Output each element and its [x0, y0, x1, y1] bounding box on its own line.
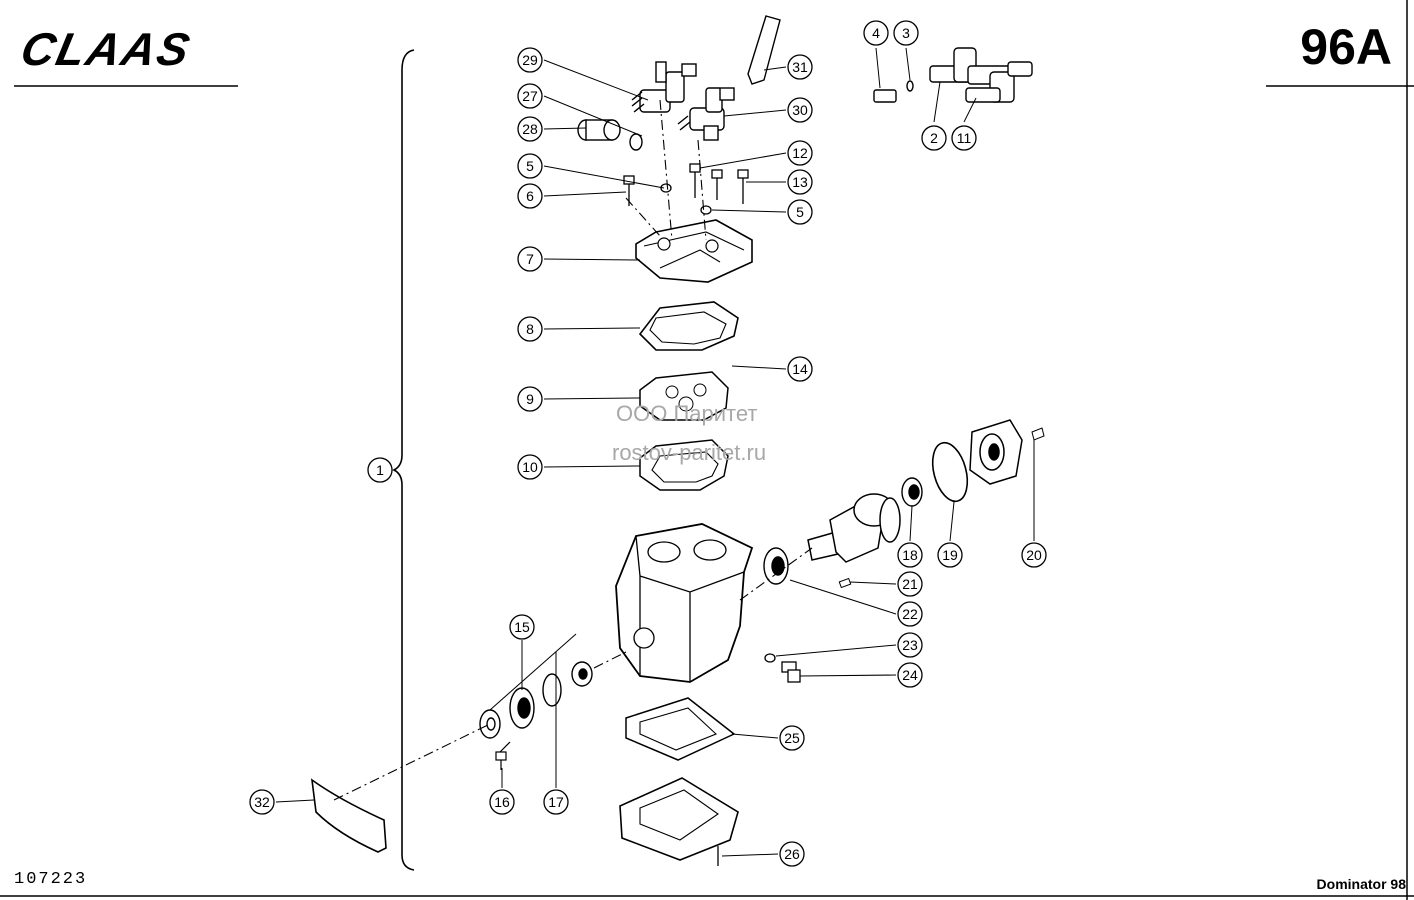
callout-label: 10 [522, 459, 538, 475]
callout-17 [543, 789, 569, 815]
callout-label: 17 [548, 794, 564, 810]
callout-6 [517, 183, 543, 209]
callout-label: 1 [376, 462, 384, 478]
callout-32 [249, 789, 275, 815]
callout-28 [517, 116, 543, 142]
callout-11 [951, 125, 977, 151]
shaft-seal-housing [969, 419, 1023, 485]
callout-label: 28 [522, 121, 538, 137]
seal-parts-left [479, 661, 593, 739]
callout-label: 27 [522, 88, 538, 104]
callout-label: 20 [1026, 547, 1042, 563]
callout-label: 6 [526, 188, 534, 204]
end-cover [310, 778, 387, 853]
callout-1 [367, 457, 393, 483]
bearing-front [901, 477, 923, 507]
brand-logo: CLAAS [16, 23, 196, 75]
crankshaft [807, 493, 901, 563]
callout-12 [787, 140, 813, 166]
callout-4 [863, 20, 889, 46]
callout-label: 15 [514, 619, 530, 635]
callout-16 [489, 789, 515, 815]
callout-label: 18 [902, 547, 918, 563]
callout-label: 16 [494, 794, 510, 810]
callout-25 [779, 725, 805, 751]
cylinder-head [635, 219, 753, 283]
drain-plug [781, 661, 801, 683]
callout-label: 5 [526, 158, 534, 174]
callout-label: 8 [526, 321, 534, 337]
callout-label: 14 [792, 361, 808, 377]
callout-label: 19 [942, 547, 958, 563]
o-ring-large [931, 441, 969, 503]
callout-label: 29 [522, 52, 538, 68]
callout-label: 4 [872, 25, 880, 41]
callout-label: 21 [902, 576, 918, 592]
callout-label: 9 [526, 391, 534, 407]
valve-fittings [631, 61, 735, 141]
callout-29 [517, 47, 543, 73]
callout-20 [1021, 542, 1047, 568]
base-plate [619, 777, 739, 861]
callout-10 [517, 454, 543, 480]
bolts [623, 163, 749, 215]
callout-label: 24 [902, 667, 918, 683]
drawing-number: 107223 [14, 870, 88, 889]
callout-30 [787, 97, 813, 123]
callout-label: 23 [902, 637, 918, 653]
callout-label: 7 [526, 251, 534, 267]
crankcase [615, 523, 754, 683]
callout-22 [897, 601, 923, 627]
callout-26 [779, 841, 805, 867]
tube [747, 15, 781, 85]
valve-plate [639, 371, 729, 421]
callout-13 [787, 169, 813, 195]
callout-label: 26 [784, 846, 800, 862]
callout-7 [517, 246, 543, 272]
callout-label: 12 [792, 145, 808, 161]
base-gasket [625, 697, 736, 761]
callout-label: 2 [930, 130, 938, 146]
callout-18 [897, 542, 923, 568]
callout-label: 25 [784, 730, 800, 746]
callout-label: 30 [792, 102, 808, 118]
callout-14 [787, 356, 813, 382]
bearing-rear [763, 547, 789, 585]
sheet-number: 96A [1300, 19, 1392, 75]
callout-8 [517, 316, 543, 342]
watermark-site: rostov-paritet.ru [612, 440, 767, 465]
callout-19 [937, 542, 963, 568]
callout-label: 31 [792, 59, 808, 75]
callout-9 [517, 386, 543, 412]
key [838, 577, 852, 589]
callouts [249, 20, 1047, 867]
callout-23 [897, 632, 923, 658]
callout-3 [893, 20, 919, 46]
callout-label: 13 [792, 174, 808, 190]
o-ring-small [764, 653, 776, 663]
assembly-brace [392, 49, 415, 871]
callout-label: 5 [796, 204, 804, 220]
callout-2 [921, 125, 947, 151]
callout-label: 3 [902, 25, 910, 41]
callout-label: 11 [957, 130, 972, 146]
cap [577, 119, 643, 151]
leader-lines [275, 47, 1035, 857]
callout-label: 32 [254, 794, 270, 810]
watermark-company: ООО Паритет [616, 401, 758, 426]
callout-label: 22 [902, 606, 918, 622]
callout-15 [509, 614, 535, 640]
callout-27 [517, 83, 543, 109]
callout-21 [897, 571, 923, 597]
callout-5b [787, 199, 813, 225]
callout-5a [517, 153, 543, 179]
gasket-upper [638, 301, 739, 351]
machine-model: Dominator 98 [1316, 876, 1406, 892]
tee-fittings [873, 47, 1033, 103]
callout-31 [787, 54, 813, 80]
callout-24 [897, 662, 923, 688]
